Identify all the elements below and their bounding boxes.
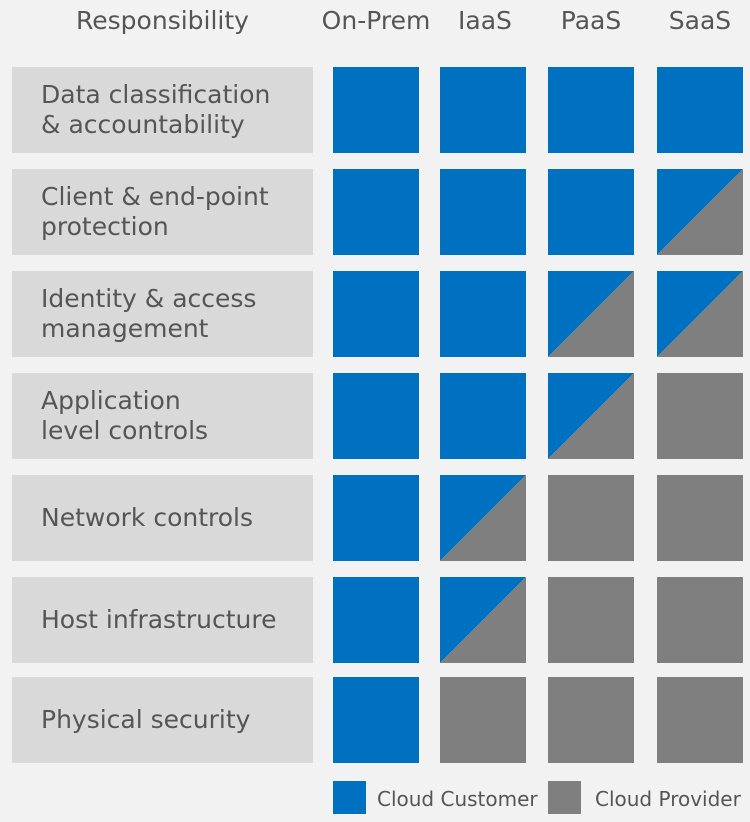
row-label-line1: Physical security [41, 705, 251, 734]
row-label-line2: & accountability [41, 110, 245, 139]
row-label-network: Network controls [12, 475, 313, 561]
row-label-identity-access: Identity & access management [12, 271, 313, 357]
cell-customer-iaas [440, 67, 526, 153]
cell-provider-paas [548, 577, 634, 663]
row-label-line2: level controls [41, 416, 209, 445]
cell-provider-saas [657, 677, 743, 763]
row-label-line1: Client & end-point [41, 182, 269, 211]
legend-customer-swatch [333, 781, 366, 814]
cell-provider-paas [548, 475, 634, 561]
legend-provider-label: Cloud Provider [595, 787, 741, 811]
header-saas: SaaS [668, 6, 732, 35]
row-label-line2: management [41, 314, 209, 343]
cell-customer-on-prem [333, 169, 419, 255]
row-label-application: Application level controls [12, 373, 313, 459]
row-label-data-classification: Data classification & accountability [12, 67, 313, 153]
row-label-line1: Application [41, 386, 181, 415]
cell-provider-paas [548, 677, 634, 763]
cell-customer-iaas [440, 373, 526, 459]
cell-customer-iaas [440, 271, 526, 357]
cell-customer-on-prem [333, 373, 419, 459]
header-on-prem: On-Prem [321, 6, 431, 35]
row-label-line1: Network controls [41, 503, 254, 532]
cell-shared-iaas [440, 475, 526, 561]
cell-customer-on-prem [333, 577, 419, 663]
header-paas: PaaS [560, 6, 622, 35]
cell-customer-on-prem [333, 677, 419, 763]
legend-customer-label: Cloud Customer [377, 787, 538, 811]
cell-shared-paas [548, 373, 634, 459]
cell-provider-iaas [440, 677, 526, 763]
row-label-client-endpoint: Client & end-point protection [12, 169, 313, 255]
cell-shared-paas [548, 271, 634, 357]
cell-provider-saas [657, 373, 743, 459]
row-label-line1: Identity & access [41, 284, 257, 313]
cell-shared-saas [657, 169, 743, 255]
cell-customer-paas [548, 67, 634, 153]
row-label-line2: protection [41, 212, 169, 241]
cell-shared-iaas [440, 577, 526, 663]
cell-customer-iaas [440, 169, 526, 255]
cell-provider-saas [657, 577, 743, 663]
cell-customer-saas [657, 67, 743, 153]
cell-customer-on-prem [333, 271, 419, 357]
cell-customer-paas [548, 169, 634, 255]
header-responsibility: Responsibility [76, 6, 249, 35]
legend-provider-swatch [548, 781, 581, 814]
cell-customer-on-prem [333, 475, 419, 561]
cell-provider-saas [657, 475, 743, 561]
header-iaas: IaaS [458, 6, 512, 35]
row-label-host: Host infrastructure [12, 577, 313, 663]
row-label-line1: Host infrastructure [41, 605, 277, 634]
cell-customer-on-prem [333, 67, 419, 153]
cell-shared-saas [657, 271, 743, 357]
row-label-physical: Physical security [12, 677, 313, 763]
row-label-line1: Data classification [41, 80, 271, 109]
